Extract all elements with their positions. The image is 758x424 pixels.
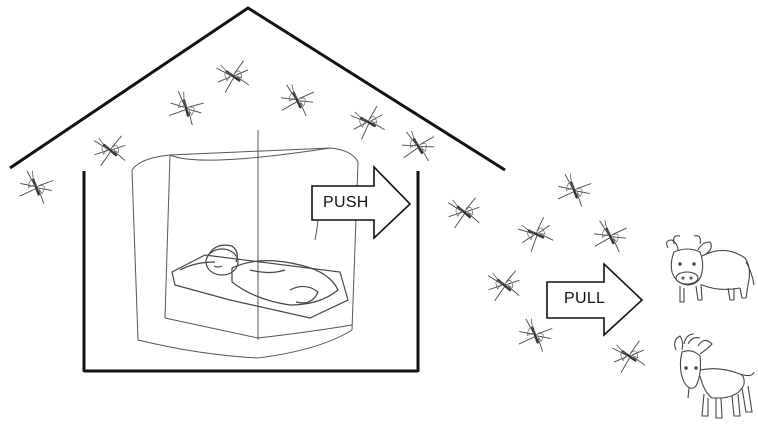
sleeping-child <box>172 245 348 318</box>
cow <box>667 236 754 302</box>
push-label: PUSH <box>323 194 369 212</box>
pull-label: PULL <box>564 290 605 308</box>
goat <box>675 334 754 418</box>
bed-net <box>132 130 358 358</box>
